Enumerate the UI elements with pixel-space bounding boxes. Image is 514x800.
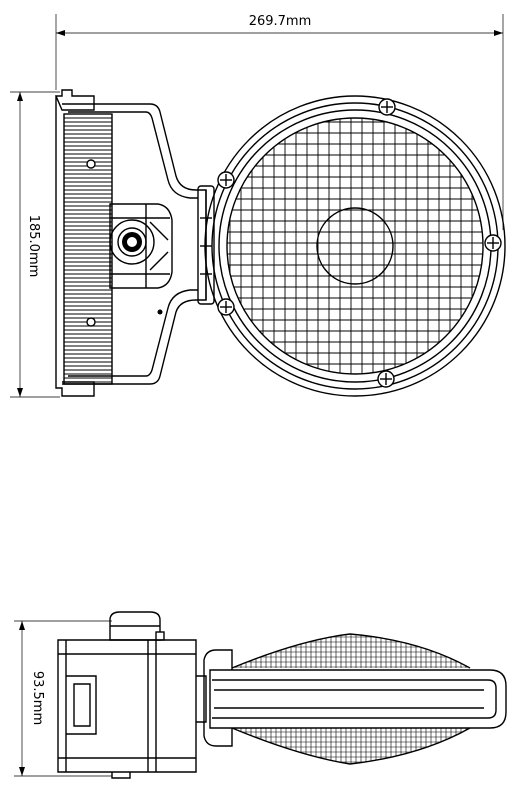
lens-center (316, 207, 394, 285)
side-neck (196, 675, 207, 723)
side-knob (109, 611, 165, 641)
side-lamp (209, 633, 507, 765)
side-body (57, 639, 197, 773)
height-label: 185.0mm (26, 215, 41, 278)
screw-icon (378, 98, 396, 116)
width-label: 269.7mm (249, 14, 312, 29)
screw-icon (377, 370, 395, 388)
front-view (54, 89, 506, 397)
hinge (197, 185, 215, 305)
height-dimension: 185.0mm (10, 91, 60, 398)
solar-pad (63, 113, 113, 385)
screw-icon (217, 298, 235, 316)
pad-screw (86, 159, 96, 169)
screw-icon (217, 171, 235, 189)
depth-label: 93.5mm (30, 671, 45, 725)
lamp-housing (204, 95, 506, 397)
knob (109, 219, 155, 265)
pad-ribs (64, 117, 112, 383)
lens-grid (227, 118, 483, 374)
screw-icon (484, 234, 502, 252)
depth-dimension: 93.5mm (14, 620, 112, 777)
side-view (57, 611, 507, 779)
housing-screws (217, 98, 502, 388)
width-dimension: 269.7mm (55, 14, 504, 230)
pad-screw (86, 317, 96, 327)
